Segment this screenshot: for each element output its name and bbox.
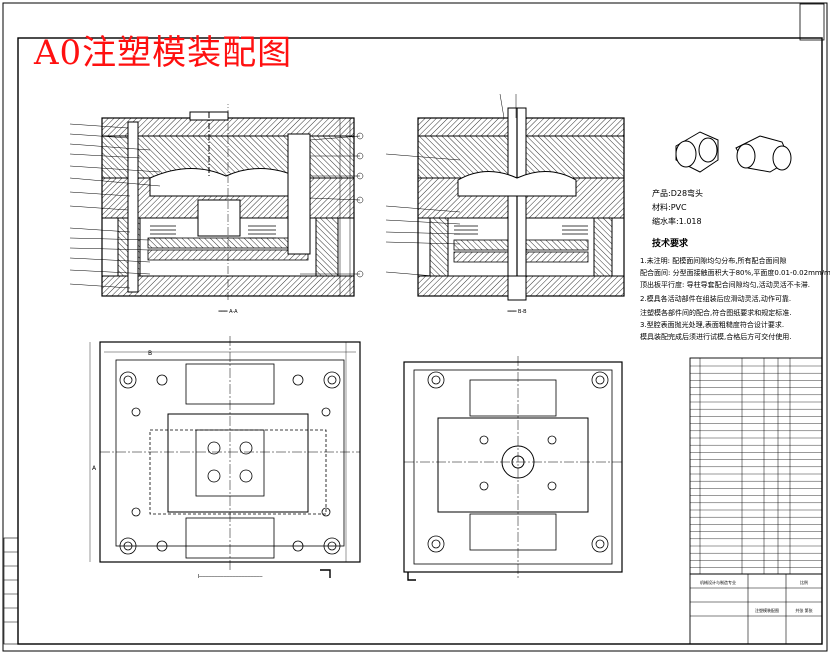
title-block-school: 机械设计与制造专业	[700, 579, 736, 585]
product-shrinkage: 缩水率:1.018	[652, 217, 702, 226]
corner-stamp	[799, 3, 825, 41]
side-section-label: ═══ B-B	[506, 309, 527, 315]
requirement-7: 模具装配完成后须进行试模,合格后方可交付使用.	[640, 333, 792, 341]
requirement-6: 3.型腔表面抛光处理,表面粗糙度符合设计要求.	[640, 321, 785, 329]
product-name: 产品:D28弯头	[652, 189, 704, 198]
title-block: 机械设计与制造专业 注塑模装配图 比例 共张 第张	[689, 573, 823, 645]
product-isometric-view	[675, 131, 792, 173]
drawing-title: A0注塑模装配图	[34, 33, 293, 73]
binding-strip	[3, 537, 19, 645]
fixed-plan-view	[403, 356, 623, 581]
requirement-1: 1.未注明: 配模面间隙均匀分布,所有配合面间隙	[640, 257, 787, 265]
plan-view: Ⅰ───────────────────── B A	[89, 336, 361, 580]
plan-dimension: Ⅰ─────────────────────	[198, 574, 264, 580]
requirements-heading: 技术要求	[652, 239, 689, 249]
title-block-sheet: 共张 第张	[795, 607, 812, 613]
requirement-3: 顶出板平行度: 导柱导套配合间隙均匀,活动灵活不卡滞.	[640, 281, 811, 289]
section-marker-b: A	[92, 465, 97, 472]
title-block-part-name: 注塑模装配图	[755, 607, 779, 613]
parts-list	[689, 357, 823, 575]
product-material: 材料:PVC	[652, 203, 687, 212]
requirement-4: 2.模具各活动部件在组装后应滑动灵活,动作可靠.	[640, 295, 792, 303]
front-section-label: ═══ A-A	[217, 309, 238, 315]
requirement-5: 注塑模各部件间的配合,符合图纸要求和规定标准.	[640, 309, 792, 317]
front-section-view: ═══ A-A	[69, 104, 364, 315]
parts-rows	[690, 365, 822, 568]
inner-border	[17, 37, 823, 645]
requirement-2: 配合面间: 分型面接触面积大于80%,平面度0.01-0.02mm/m.	[640, 269, 830, 277]
side-section-view: ═══ B-B	[385, 93, 625, 315]
title-block-scale: 比例	[800, 579, 808, 585]
section-marker-a: B	[148, 350, 152, 357]
